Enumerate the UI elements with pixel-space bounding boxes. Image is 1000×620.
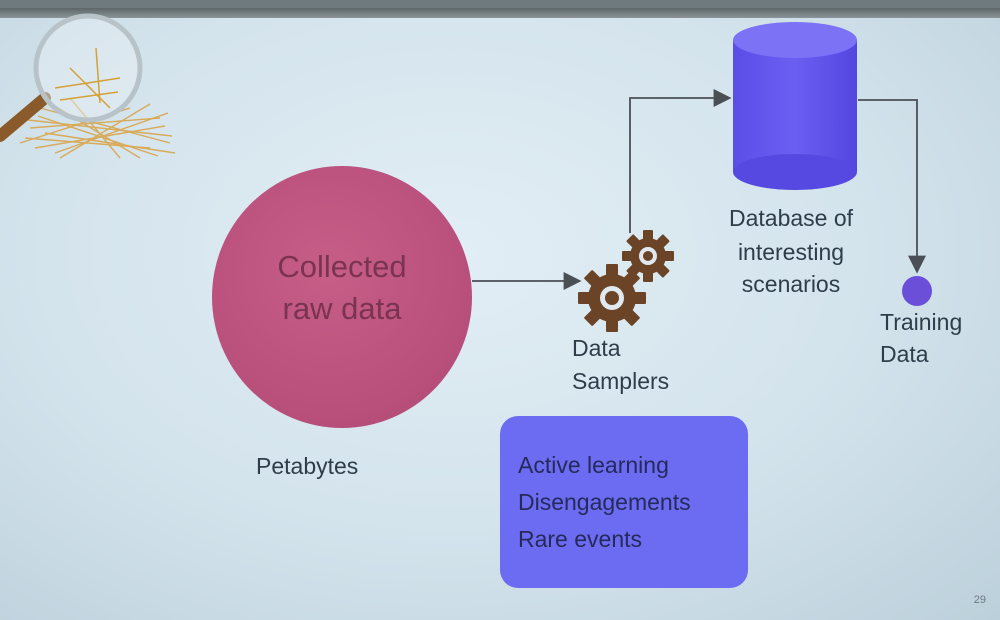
samplers-label-line2: Samplers [572, 368, 670, 394]
flow-connectors [472, 89, 926, 290]
page-number: 29 [973, 594, 986, 606]
raw-data-label-line1: Collected [277, 249, 407, 284]
raw-data-label-line2: raw data [282, 291, 402, 326]
petabytes-caption: Petabytes [256, 453, 359, 479]
raw-data-circle: Collected raw data [212, 166, 472, 428]
database-cylinder-icon [733, 22, 857, 190]
training-label-line2: Data [880, 341, 929, 367]
arrow-database-to-training [858, 99, 926, 274]
gears-icon [578, 230, 674, 332]
database-label-line1: Database of [728, 205, 854, 231]
method-disengagements: Disengagements [518, 489, 691, 515]
sampling-methods-box: Active learning Disengagements Rare even… [500, 416, 748, 588]
training-label-line1: Training [880, 309, 963, 335]
arrow-samplers-to-database [629, 89, 732, 233]
database-label-line3: scenarios [741, 271, 841, 297]
database-label-line2: interesting [737, 239, 845, 265]
magnifier-haystack-icon [0, 13, 176, 159]
projector-edge [0, 8, 1000, 18]
samplers-label-line1: Data [572, 335, 621, 361]
slide: Collected raw data Petabytes [0, 8, 1000, 620]
method-rare-events: Rare events [518, 526, 643, 552]
training-data-dot [902, 276, 932, 306]
method-active-learning: Active learning [518, 452, 669, 478]
